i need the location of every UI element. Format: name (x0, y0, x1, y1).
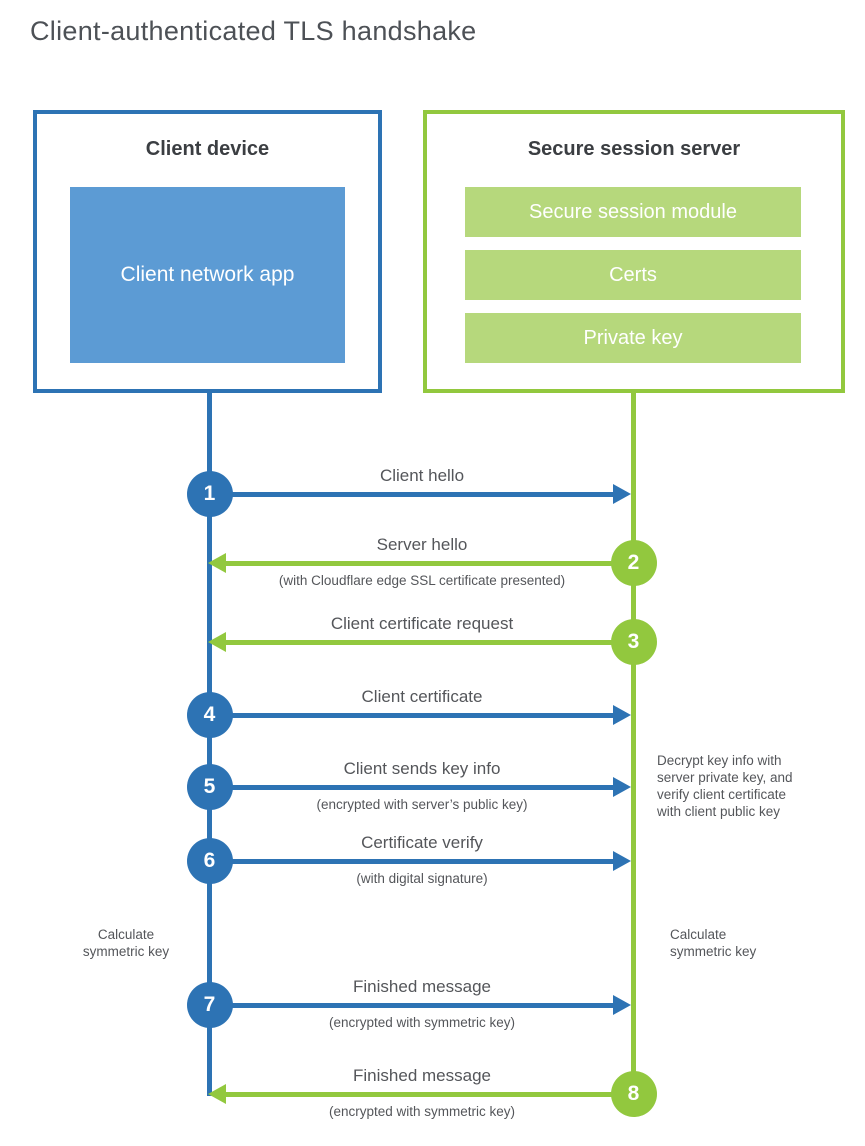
message-arrow-3 (226, 640, 634, 645)
message-arrow-2 (226, 561, 634, 566)
calculate-symmetric-key-server: Calculate symmetric key (670, 927, 757, 959)
message-label-7: Finished message (353, 977, 491, 996)
message-arrow-1 (209, 492, 613, 497)
client-lifeline (207, 393, 212, 1096)
message-arrowhead-7 (613, 995, 631, 1015)
step-number-circle-3: 3 (610, 619, 657, 665)
message-label-8: Finished message (353, 1066, 491, 1085)
message-arrow-8 (226, 1092, 634, 1097)
message-arrowhead-5 (613, 777, 631, 797)
message-sublabel-8: (encrypted with symmetric key) (328, 1104, 516, 1119)
message-arrow-4 (209, 713, 613, 718)
client-network-app-box: Client network app (70, 187, 345, 363)
step-number-circle-6: 6 (186, 838, 233, 884)
message-arrowhead-1 (613, 484, 631, 504)
message-arrowhead-4 (613, 705, 631, 725)
step-number-circle-1: 1 (186, 471, 233, 517)
message-label-3: Client certificate request (330, 614, 514, 633)
message-label-6: Certificate verify (361, 833, 483, 852)
message-arrow-5 (209, 785, 613, 790)
calculate-symmetric-key-client: Calculate symmetric key (82, 927, 170, 959)
page-title: Client-authenticated TLS handshake (30, 16, 477, 46)
message-arrowhead-6 (613, 851, 631, 871)
message-arrowhead-8 (208, 1084, 226, 1104)
message-arrowhead-3 (208, 632, 226, 652)
step-number-circle-7: 7 (186, 982, 233, 1028)
message-label-1: Client hello (379, 466, 465, 485)
message-sublabel-2: (with Cloudflare edge SSL certificate pr… (278, 573, 566, 588)
secure-session-server-title: Secure session server (527, 138, 741, 160)
client-device-box: Client device Client network app (33, 110, 382, 393)
message-arrowhead-2 (208, 553, 226, 573)
server-module-bar: Certs (465, 250, 801, 300)
step-number-circle-5: 5 (186, 764, 233, 810)
step-number-circle-4: 4 (186, 692, 233, 738)
message-arrow-7 (209, 1003, 613, 1008)
client-device-title: Client device (145, 138, 270, 160)
message-sublabel-7: (encrypted with symmetric key) (328, 1015, 516, 1030)
message-sublabel-6: (with digital signature) (356, 871, 488, 886)
server-lifeline (631, 393, 636, 1095)
decrypt-key-info-note: Decrypt key info with server private key… (657, 753, 793, 819)
secure-session-server-box: Secure session server Secure session mod… (423, 110, 845, 393)
step-number-circle-8: 8 (610, 1071, 657, 1117)
message-label-4: Client certificate (361, 687, 483, 706)
server-module-bar: Private key (465, 313, 801, 363)
message-label-2: Server hello (376, 535, 468, 554)
message-label-5: Client sends key info (343, 759, 501, 778)
step-number-circle-2: 2 (610, 540, 657, 586)
client-network-app-label: Client network app (120, 262, 295, 286)
message-sublabel-5: (encrypted with server’s public key) (316, 797, 528, 812)
message-arrow-6 (209, 859, 613, 864)
server-module-bar: Secure session module (465, 187, 801, 237)
